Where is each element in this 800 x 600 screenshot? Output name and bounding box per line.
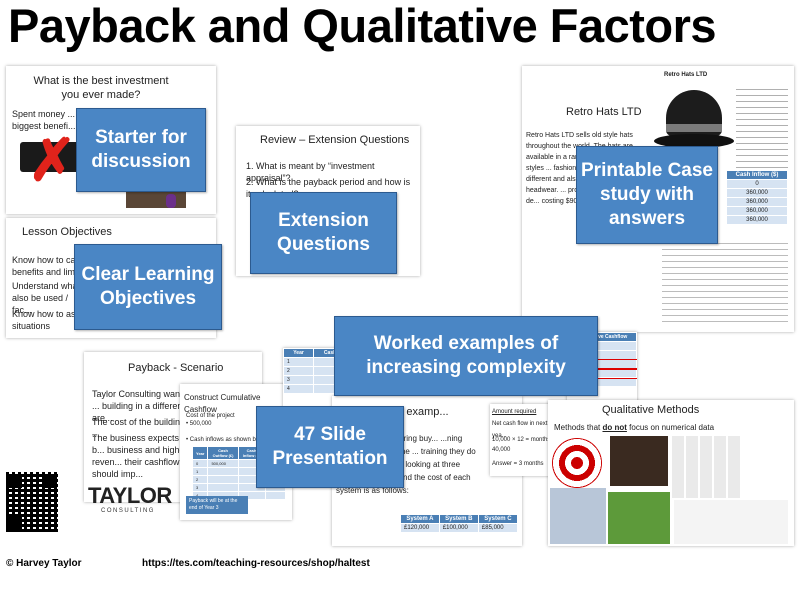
item-image (166, 194, 176, 208)
scenario-item: Taylor Consulting want to ... building i… (92, 389, 193, 423)
systems-table: System A System B System C £120,000 £100… (400, 514, 519, 533)
cumulative-cell (207, 475, 239, 484)
case-questions-text (662, 238, 788, 322)
qualitative-slide: Qualitative Methods Methods that do not … (548, 400, 794, 546)
qualitative-heading: Qualitative Methods (602, 404, 699, 416)
cumulative-cell (207, 483, 239, 492)
scenario-heading: Payback - Scenario (128, 362, 224, 374)
taylor-logo: TAYLOR CONSULTING (88, 483, 172, 515)
worked-cell: 1 (283, 357, 315, 367)
calculation-panel: Amount required Net cash flow in next ye… (490, 404, 554, 476)
cumulative-cell (207, 467, 239, 476)
cumulative-col: Year (191, 446, 209, 460)
cumulative-cell: 2 (191, 475, 209, 484)
review-item: 1. What is meant by “investment appraisa… (246, 161, 375, 183)
qualitative-line: Methods that do not focus on numerical d… (554, 422, 794, 434)
qr-code-image (6, 472, 58, 532)
calc-denominator: 40,000 (492, 447, 511, 453)
logo-subtitle: CONSULTING (101, 508, 155, 514)
qualitative-line-em: do not (602, 423, 627, 432)
cumulative-cell: 1 (191, 467, 209, 476)
starter-bullet: Spent money ... biggest benefi... (12, 109, 76, 131)
objective-item: Know how to calc... benefits and limit..… (12, 255, 90, 277)
badge-objectives: Clear Learning Objectives (74, 244, 222, 330)
system-col: System A (400, 514, 440, 524)
cumulative-cell: 500,000 (207, 459, 239, 468)
badge-case-study: Printable Case study with answers (576, 146, 718, 244)
badge-starter: Starter for discussion (76, 108, 206, 192)
red-x-icon: ✗ (28, 128, 77, 193)
answer-line: Answer = 3 months (492, 461, 544, 467)
business-image (608, 492, 670, 544)
objective-item: Understand what... also be used / fac... (12, 281, 88, 315)
cumulative-cost-value: • 500,000 (186, 421, 212, 427)
case-table-cell: 360,000 (726, 215, 788, 225)
qualitative-line-post: focus on numerical data (626, 423, 715, 432)
case-table-header: Cash Inflow ($) (726, 170, 788, 180)
crystal-ball-image (610, 436, 668, 486)
net-cashflow: Net cash flow in next yea... (492, 421, 548, 439)
boxers-image (674, 500, 788, 544)
footer-url[interactable]: https://tes.com/teaching-resources/shop/… (142, 558, 370, 569)
cumulative-cell (237, 491, 266, 500)
system-col: System B (438, 514, 479, 524)
badge-extension: Extension Questions (250, 192, 397, 274)
case-table-cell: 360,000 (726, 206, 788, 216)
qualitative-heading-text: Qualitative Methods (602, 404, 700, 416)
system-cost: £85,000 (477, 523, 519, 533)
case-study-slide: Retro Hats LTD Retro Hats LTD Retro Hats… (522, 66, 794, 332)
starter-question: What is the best investment you ever mad… (33, 75, 169, 101)
cumulative-cell (264, 491, 286, 500)
cumulative-col: Cash Outflow (£) (207, 446, 239, 460)
hat-image (654, 90, 734, 160)
case-brand: Retro Hats LTD (664, 72, 708, 78)
system-col: System C (477, 514, 519, 524)
badge-worked-examples: Worked examples of increasing complexity (334, 316, 598, 396)
target-image (552, 438, 602, 488)
case-table-cell: 360,000 (726, 188, 788, 198)
console-image (20, 142, 82, 172)
case-table-cell: 360,000 (726, 197, 788, 207)
cumulative-cell: 3 (191, 483, 209, 492)
people-image (550, 488, 606, 544)
system-cost: £100,000 (438, 523, 479, 533)
case-heading: Retro Hats LTD (566, 106, 642, 118)
cumulative-heading: Construct Cumulative Cashflow (184, 393, 261, 414)
amount-required: Amount required (492, 409, 537, 415)
case-table-cell: 0 (726, 179, 788, 189)
cumulative-cell: 0 (191, 459, 209, 468)
system-cost: £120,000 (400, 523, 440, 533)
badge-presentation: 47 Slide Presentation (256, 406, 404, 488)
worked-cell: 2 (283, 366, 315, 376)
objectives-heading: Lesson Objectives (22, 226, 112, 238)
payback-note: Payback will be at the end of Year 3 (186, 496, 248, 514)
scenario-item: The cost of the building is ... (92, 417, 195, 439)
page-title: Payback and Qualitative Factors (8, 0, 717, 52)
cumulative-inflow-label: • Cash inflows as shown below (186, 437, 269, 443)
cumulative-cost-label: Cost of the project (186, 413, 235, 419)
logo-name: TAYLOR (88, 483, 172, 508)
worked-cell: 4 (283, 384, 315, 394)
cumulative-slide: Construct Cumulative Cashflow Cost of th… (180, 384, 292, 520)
review-heading: Review – Extension Questions (260, 134, 410, 146)
footer-copyright: © Harvey Taylor (6, 558, 82, 569)
brand-logos-image (672, 436, 740, 498)
qualitative-line-pre: Methods that (554, 423, 603, 432)
calc-line: 10,000 × 12 = months (492, 437, 551, 443)
scenario-item: The business expects to b... business an… (92, 433, 190, 479)
case-cash-table: Cash Inflow ($) 0 360,000 360,000 360,00… (726, 170, 788, 225)
worked-col: Year (283, 348, 315, 358)
worked-cell: 3 (283, 375, 315, 385)
